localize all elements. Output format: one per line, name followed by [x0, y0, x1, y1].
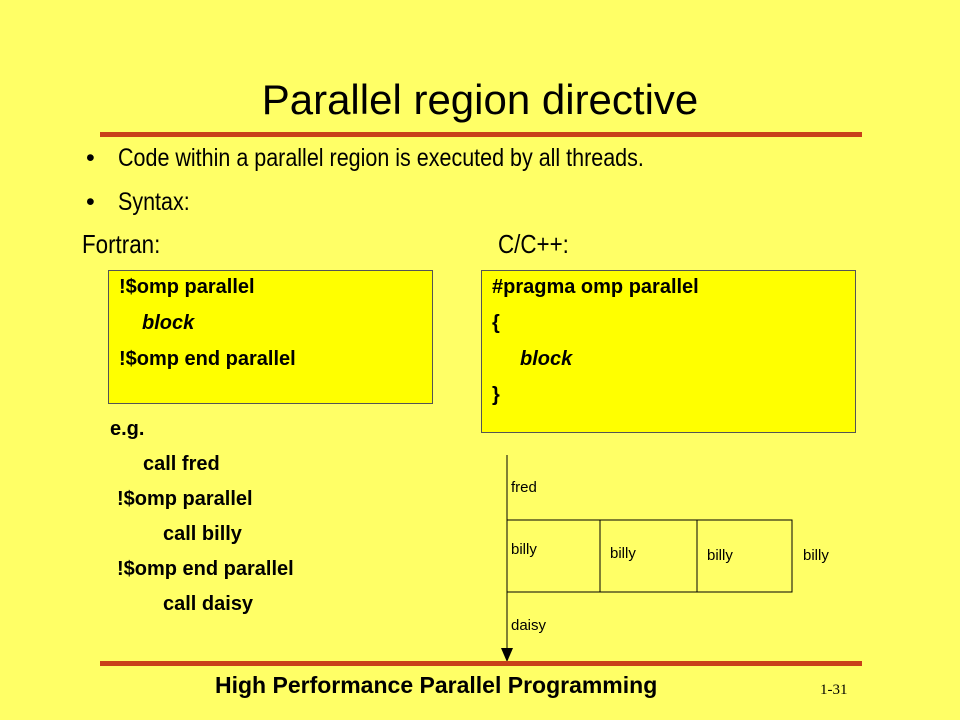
timeline-arrowhead	[501, 648, 513, 662]
c-code-box: #pragma omp parallel { block }	[481, 270, 856, 433]
c-code-line-1: #pragma omp parallel	[492, 276, 699, 298]
diagram-thread-3: billy	[707, 547, 733, 564]
fortran-label: Fortran:	[82, 229, 161, 259]
diagram-thread-1: billy	[511, 541, 537, 558]
bottom-rule	[100, 661, 862, 666]
top-rule	[100, 132, 862, 137]
diagram-label-fred: fred	[511, 479, 537, 496]
fortran-code-box: !$omp parallel block !$omp end parallel	[108, 270, 433, 404]
fortran-code-line-1: !$omp parallel	[119, 276, 255, 298]
example-line-3: call billy	[163, 523, 242, 545]
fortran-code-line-2: block	[142, 312, 195, 334]
diagram-label-daisy: daisy	[511, 617, 547, 634]
fortran-code-line-3: !$omp end parallel	[119, 348, 296, 370]
example-line-5: call daisy	[163, 593, 254, 615]
footer-title: High Performance Parallel Programming	[215, 672, 658, 698]
bullet-text-1: Code within a parallel region is execute…	[118, 144, 644, 172]
page-title: Parallel region directive	[261, 76, 699, 123]
example-line-2: !$omp parallel	[117, 488, 253, 510]
thread-box-3	[696, 519, 793, 593]
bullet-text-2: Syntax:	[118, 188, 190, 216]
c-code-line-2: {	[492, 312, 500, 334]
example-line-1: call fred	[143, 453, 220, 475]
fork-join-diagram	[501, 455, 793, 662]
example-line-4: !$omp end parallel	[117, 558, 294, 580]
bullet-marker-2: •	[86, 188, 95, 216]
bullet-marker-1: •	[86, 144, 95, 172]
diagram-thread-4: billy	[803, 547, 829, 564]
page-number: 1-31	[820, 682, 848, 698]
c-label: C/C++:	[498, 229, 569, 259]
c-code-line-3: block	[520, 348, 573, 370]
diagram-thread-2: billy	[610, 545, 636, 562]
example-label: e.g.	[110, 418, 145, 440]
c-code-line-4: }	[492, 384, 500, 406]
